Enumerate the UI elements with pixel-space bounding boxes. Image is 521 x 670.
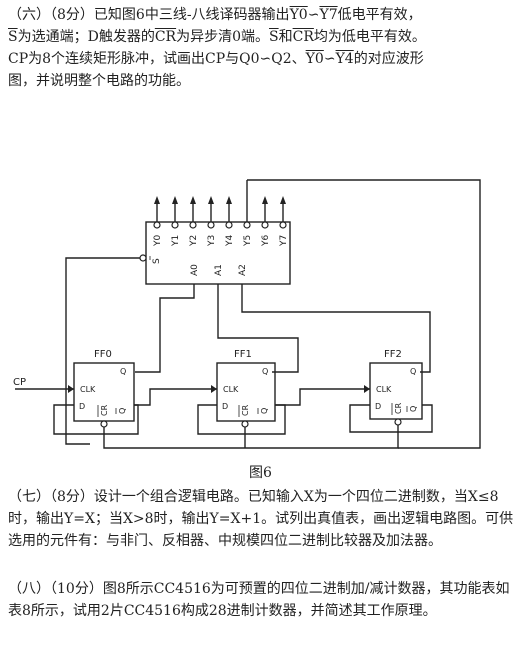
ff1-cr: CR bbox=[241, 404, 250, 416]
q6-line-2: S为选通端；D触发器的CR为异步清0端。S和CR均为低电平有效。 bbox=[8, 26, 514, 48]
q6-line-3: CP为8个连续矩形脉冲，试画出CP与Q0∽Q2、Y0∽Y4的对应波形 bbox=[8, 48, 514, 70]
question-7: （七）（8分）设计一个组合逻辑电路。已知输入X为一个四位二进制数，当X≤8时，输… bbox=[8, 486, 514, 552]
ff2-cr: CR bbox=[394, 402, 403, 414]
q6-tilde: ∽ bbox=[307, 7, 320, 23]
q6-line-1: （六）（8分）已知图6中三线-八线译码器输出Y0∽Y7低电平有效， bbox=[8, 4, 514, 26]
ff2-clk: CLK bbox=[376, 385, 392, 394]
q6-y0: Y0 bbox=[305, 51, 324, 67]
q6-cr: CR bbox=[154, 29, 177, 45]
q6-text: 为选通端；D触发器的 bbox=[17, 29, 155, 45]
ff2-q: Q bbox=[410, 367, 416, 376]
ff1-clk: CLK bbox=[223, 385, 239, 394]
ff2-label: FF2 bbox=[384, 349, 402, 360]
q6-s: S bbox=[269, 29, 279, 45]
q6-y4: Y4 bbox=[335, 51, 354, 67]
q8-text: 图8所示CC4516为可预置的四位二进制加/减计数器，其功能表如表8所示，试用2… bbox=[8, 581, 510, 619]
q6-text: CP为8个连续矩形脉冲，试画出CP与Q0∽Q2、 bbox=[8, 51, 306, 67]
ff0-q: Q bbox=[120, 367, 126, 376]
q8-points: （10分） bbox=[50, 581, 103, 597]
ff1-label: FF1 bbox=[234, 349, 252, 360]
ff0-d: D bbox=[79, 402, 85, 411]
q6-y0: Y0 bbox=[289, 7, 308, 23]
ff0-clk: CLK bbox=[80, 385, 96, 394]
q6-text: 为异步清0端。 bbox=[176, 29, 270, 45]
q6-tilde: ∽ bbox=[323, 51, 336, 67]
q7-number: （七） bbox=[8, 489, 50, 505]
ff2-box bbox=[369, 362, 423, 420]
q6-y7: Y7 bbox=[319, 7, 338, 23]
ff0-qbar: Q bbox=[118, 408, 127, 414]
decoder-y5-label: Y5 bbox=[243, 235, 253, 247]
decoder-y4-label: Y4 bbox=[225, 235, 235, 247]
question-6: （六）（8分）已知图6中三线-八线译码器输出Y0∽Y7低电平有效， S为选通端；… bbox=[8, 4, 514, 92]
q8-number: （八） bbox=[8, 581, 50, 597]
q6-points: （8分） bbox=[50, 7, 94, 23]
q6-s: S bbox=[8, 29, 18, 45]
ff0-cr: CR bbox=[100, 404, 109, 416]
decoder-y1-label: Y1 bbox=[171, 235, 181, 247]
decoder-a0-label: A0 bbox=[190, 264, 200, 276]
decoder-y6-label: Y6 bbox=[261, 235, 271, 247]
ff0-label: FF0 bbox=[94, 349, 112, 360]
decoder-y2-label: Y2 bbox=[189, 235, 199, 247]
q7-text: 设计一个组合逻辑电路。已知输入X为一个四位二进制数，当X≤8时，输出Y=X；当X… bbox=[8, 489, 514, 549]
ff2-d: D bbox=[375, 402, 381, 411]
q6-line-4: 图，并说明整个电路的功能。 bbox=[8, 73, 190, 89]
q6-cr: CR bbox=[292, 29, 314, 45]
circuit-diagram: Y0 Y1 Y2 Y3 Y4 Y5 Y6 Y7 S A0 A1 A2 FF0 F… bbox=[13, 179, 481, 449]
ff1-q: Q bbox=[262, 367, 268, 376]
q6-text: 的对应波形 bbox=[353, 51, 424, 67]
q6-text: 和 bbox=[278, 29, 293, 45]
decoder-a2-label: A2 bbox=[238, 264, 248, 276]
q6-text: 均为低电平有效。 bbox=[313, 29, 426, 45]
figure-caption: 图6 bbox=[249, 465, 272, 481]
ff2-qbar: Q bbox=[409, 406, 418, 412]
q7-points: （8分） bbox=[50, 489, 94, 505]
q6-text: 已知图6中三线-八线译码器输出 bbox=[93, 7, 290, 23]
decoder-y0-label: Y0 bbox=[153, 235, 163, 247]
decoder-s-label: S bbox=[152, 258, 162, 264]
cp-label: CP bbox=[13, 377, 26, 388]
decoder-y3-label: Y3 bbox=[207, 235, 217, 247]
question-8: （八）（10分）图8所示CC4516为可预置的四位二进制加/减计数器，其功能表如… bbox=[8, 578, 514, 622]
decoder-a1-label: A1 bbox=[214, 264, 224, 276]
q6-number: （六） bbox=[8, 7, 50, 23]
decoder-y7-label: Y7 bbox=[279, 235, 289, 247]
q6-text: 低电平有效， bbox=[337, 7, 422, 23]
ff1-qbar: Q bbox=[260, 408, 269, 414]
ff1-d: D bbox=[222, 402, 228, 411]
